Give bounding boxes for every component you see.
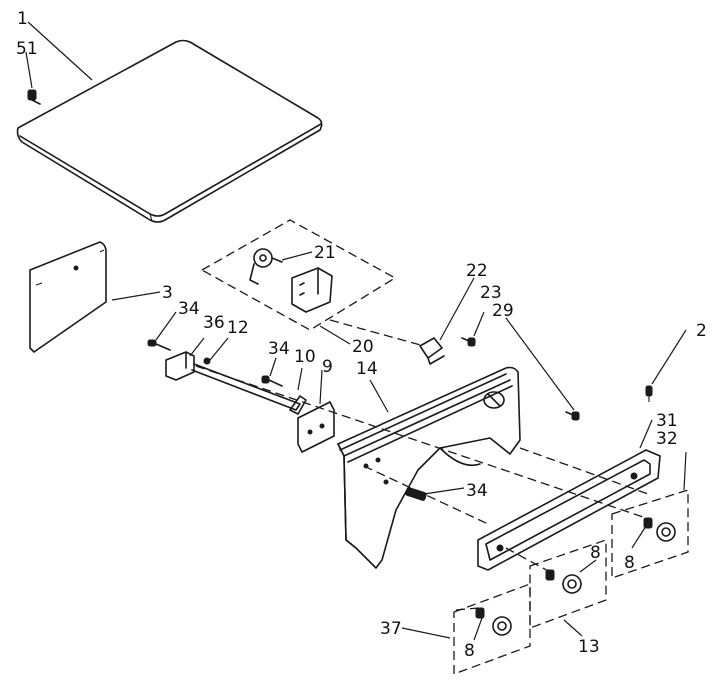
callout-14: 14: [356, 359, 378, 379]
assembly-lines: [195, 319, 653, 611]
console-14: [337, 366, 521, 569]
switch-36: [147, 339, 195, 381]
callout-32: 32: [656, 429, 678, 449]
timer-assembly-group: [200, 219, 397, 331]
callout-labels: 1 51 21 3 34 36 12 20 22 23 29 34 10 9 1…: [16, 9, 707, 661]
callout-23: 23: [480, 283, 502, 303]
callout-21: 21: [314, 243, 336, 263]
top-lid: [16, 39, 323, 223]
screw-23: [461, 337, 476, 347]
callout-22: 22: [466, 261, 488, 281]
control-panel-31: [477, 449, 661, 571]
callout-36: 36: [203, 313, 225, 333]
callout-34-lower: 34: [466, 481, 488, 501]
callout-31: 31: [656, 411, 678, 431]
screw-34-mid: [261, 375, 283, 387]
knob-group-37: [453, 583, 531, 675]
callout-13: 13: [578, 637, 600, 657]
callout-20: 20: [352, 337, 374, 357]
callout-1: 1: [17, 9, 28, 29]
leader-lines: [25, 21, 687, 641]
knob-group-32: [611, 489, 689, 579]
bracket-22: [419, 337, 445, 365]
callout-29: 29: [492, 301, 514, 321]
screw-2: [645, 385, 653, 402]
callout-10: 10: [294, 347, 316, 367]
screw-29: [565, 411, 580, 421]
screw-51: [27, 89, 41, 105]
switch-bracket-9: [289, 395, 335, 453]
callout-2: 2: [696, 321, 707, 341]
side-panel: [29, 241, 107, 353]
callout-8-right: 8: [624, 553, 635, 573]
callout-12: 12: [227, 318, 249, 338]
callout-9: 9: [322, 357, 333, 377]
callout-51: 51: [16, 39, 38, 59]
timer-motor: [249, 248, 283, 285]
screw-34-lower: [363, 457, 427, 501]
callout-8-upper: 8: [590, 543, 601, 563]
callout-3: 3: [162, 283, 173, 303]
callout-34-mid: 34: [268, 339, 290, 359]
callout-37: 37: [380, 619, 402, 639]
callout-8-lower: 8: [464, 641, 475, 661]
timer: [291, 267, 333, 313]
callout-34-top: 34: [178, 299, 200, 319]
shaft-12: [191, 357, 301, 411]
